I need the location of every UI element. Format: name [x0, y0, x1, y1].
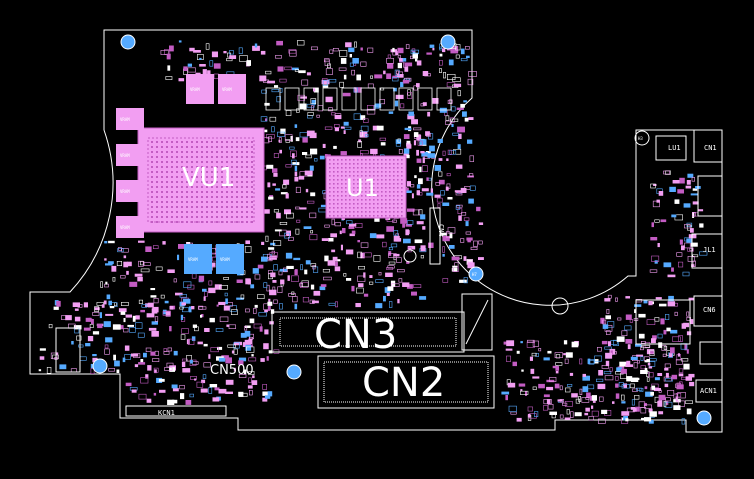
lu1-label: LU1 [668, 144, 681, 152]
cpu-footprint [325, 155, 407, 219]
cn2-label: CN2 [362, 360, 445, 406]
vram-chip-label: VRAM [220, 257, 230, 262]
board-outline [29, 29, 723, 433]
mounting-holes [92, 34, 712, 426]
gpu-footprint [137, 127, 265, 233]
cn6-label: CN6 [703, 306, 716, 314]
cn2-connector [317, 355, 495, 409]
vram-chip-label: VRAM [120, 225, 130, 230]
vram-chip-label: VRAM [120, 117, 130, 122]
h3-label: H3 [638, 136, 643, 141]
vram-chip-label: VRAM [188, 257, 198, 262]
vram-chips-left [116, 108, 144, 238]
kcn1-connector [125, 405, 227, 417]
acn1-label: ACN1 [700, 387, 717, 395]
cn3-connector [271, 311, 465, 353]
h7-label: H7 [472, 272, 477, 277]
cn500-label: CN500 [210, 363, 254, 378]
angled-connector [461, 293, 493, 351]
cpu-label: U1 [346, 174, 379, 202]
vram-chip-label: VRAM [120, 189, 130, 194]
cn3-label: CN3 [314, 312, 397, 358]
vram-labels: VRAM VRAM VRAM VRAM VRAM VRAM VRAM VRAM [120, 87, 232, 262]
vram-chip-label: VRAM [190, 87, 200, 92]
cn4-label: CN4 [437, 224, 445, 237]
vram-chips-top [186, 74, 246, 104]
cn6-connector [55, 327, 81, 373]
cn1-label-top: CN1 [704, 144, 717, 152]
cn4-connector [429, 207, 441, 265]
kcn1-label: KCN1 [158, 409, 175, 417]
vram-chip-label: VRAM [120, 153, 130, 158]
vram-chips-bottom [184, 244, 244, 274]
jl1-label: JL1 [703, 246, 716, 254]
vram-chip-label: VRAM [222, 87, 232, 92]
right-io-connectors [635, 129, 723, 403]
gpu-label: VU1 [182, 163, 235, 193]
